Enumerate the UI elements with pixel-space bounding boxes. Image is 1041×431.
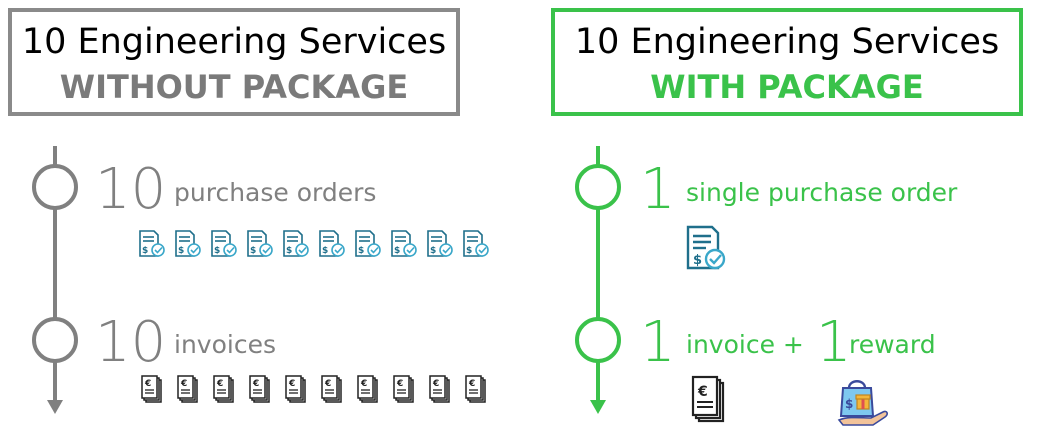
purchase-order-icon: $ [283,230,309,257]
title-without-package: WITHOUT PACKAGE [59,68,409,106]
svg-text:€: € [432,379,439,389]
timeline-arrowhead [47,400,63,414]
euro-invoice-icon: € [285,375,306,403]
svg-text:€: € [697,384,708,400]
label-invoices: invoices [174,330,276,359]
svg-text:€: € [468,379,475,389]
svg-text:€: € [180,379,187,389]
svg-text:$: $ [214,246,220,256]
purchase-order-icon-row: $ $ $ $ $ $ $ $ $ $ [137,229,495,259]
svg-text:$: $ [286,246,292,256]
title-services: 10 Engineering Services [574,22,1000,62]
svg-text:€: € [252,379,259,389]
title-with-package: WITH PACKAGE [650,68,924,106]
svg-text:$: $ [693,253,702,268]
svg-text:€: € [144,379,151,389]
purchase-order-icon: $ [391,230,417,257]
invoice-icon-row: € € € € € € € € € € [137,375,495,405]
svg-text:€: € [324,379,331,389]
purchase-order-icon: $ [211,230,237,257]
timeline-green [575,146,621,414]
count-purchase-orders: 10 [95,157,167,222]
svg-text:€: € [360,379,367,389]
timeline-node [575,164,621,210]
purchase-order-icon: $ [463,230,489,257]
purchase-order-icon: $ [427,230,453,257]
timeline-arrowhead [590,400,606,414]
svg-text:$: $ [466,246,472,256]
svg-text:$: $ [142,246,148,256]
label-purchase-orders: purchase orders [174,178,377,207]
euro-invoice-icon: € [465,375,486,403]
euro-invoice-icon: € [691,375,725,423]
svg-text:$: $ [394,246,400,256]
purchase-order-icon: $ [355,230,381,257]
svg-text:$: $ [845,397,853,411]
svg-text:€: € [396,379,403,389]
title-box-without-package: 10 Engineering Services WITHOUT PACKAGE [8,8,460,116]
euro-invoice-icon: € [357,375,378,403]
label-invoice-plus: invoice + [686,330,804,359]
euro-invoice-icon: € [213,375,234,403]
purchase-order-icon: $ [247,230,273,257]
svg-text:$: $ [322,246,328,256]
timeline-node [32,317,78,363]
svg-text:$: $ [430,246,436,256]
purchase-order-icon: $ [319,230,345,257]
svg-text:€: € [216,379,223,389]
svg-text:€: € [288,379,295,389]
svg-text:$: $ [178,246,184,256]
label-single-purchase-order: single purchase order [686,178,958,207]
euro-invoice-icon: € [321,375,342,403]
label-reward: reward [849,330,936,359]
title-services: 10 Engineering Services [21,22,447,62]
euro-invoice-icon: € [177,375,198,403]
euro-invoice-icon: € [249,375,270,403]
purchase-order-icon: $ [175,230,201,257]
euro-invoice-icon: € [393,375,414,403]
reward-gift-bag-icon: $ [837,380,888,426]
svg-text:$: $ [358,246,364,256]
euro-invoice-icon: € [141,375,162,403]
title-box-with-package: 10 Engineering Services WITH PACKAGE [551,8,1023,116]
purchase-order-icon: $ [139,230,165,257]
euro-invoice-icon: € [429,375,450,403]
timeline-node [575,317,621,363]
count-invoice: 1 [640,310,676,375]
purchase-order-icon: $ [686,225,726,270]
timeline-gray [32,146,78,414]
count-invoices: 10 [95,310,167,375]
count-reward: 1 [816,310,852,375]
timeline-node [32,164,78,210]
count-single-purchase-order: 1 [640,157,676,222]
svg-text:$: $ [250,246,256,256]
